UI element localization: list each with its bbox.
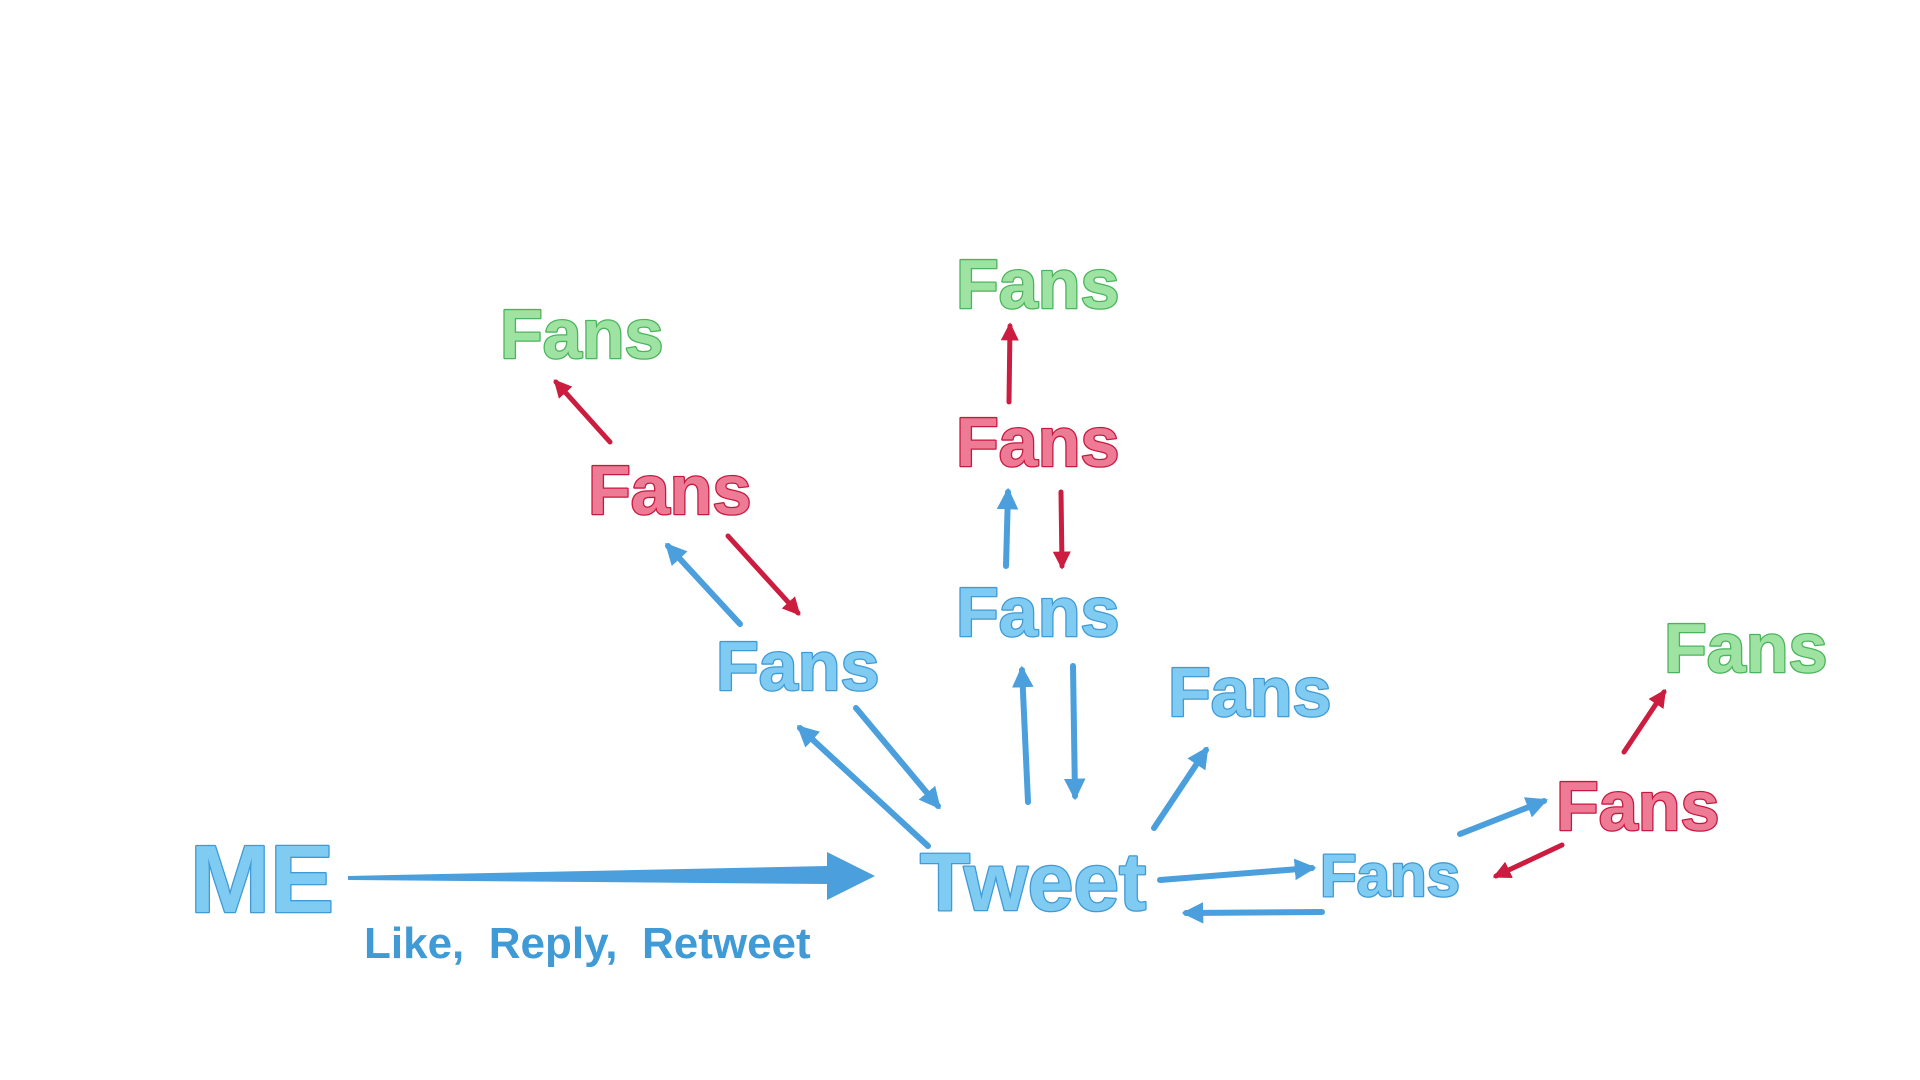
arrow-fans-left-blue-to-fans-left-red [665,542,743,627]
fans-node-right-red: Fans [1556,767,1719,845]
arrow-fans-right-blue-to-fans-right-red [1457,797,1549,837]
arrow-fans-right-red-to-fans-right-blue [1492,842,1565,879]
arrow-tweet-to-fans-left-blue [796,725,931,849]
arrow-me-to-tweet [348,852,875,900]
arrow-tweet-to-fans-center-blue [1011,665,1034,805]
arrow-fans-center-red-to-fans-center-green [1000,322,1019,405]
fans-node-right-blue: Fans [1320,842,1460,909]
arrow-tweet-to-fans-mid-blue [1151,746,1209,831]
fans-node-center-red: Fans [956,403,1119,481]
fans-node-center-blue: Fans [956,573,1119,651]
arrow-fans-center-red-to-fans-center-blue [1052,489,1071,570]
fans-node-mid-blue: Fans [1168,653,1331,731]
caption-like-reply-retweet: Like, Reply, Retweet [364,919,811,968]
blue-arrows [665,487,1549,924]
arrow-fans-right-red-to-fans-right-green [1621,689,1667,755]
fans-node-center-green: Fans [956,245,1119,323]
arrow-fans-left-blue-to-tweet [853,705,941,810]
fans-node-left-red: Fans [588,451,751,529]
tweet-node: Tweet [920,837,1146,928]
arrow-tweet-to-fans-right-blue [1157,858,1317,883]
me-node: ME [190,826,334,933]
fans-node-left-blue: Fans [716,627,879,705]
fans-node-left-green: Fans [500,295,663,373]
arrow-fans-center-blue-to-tweet [1063,663,1086,801]
arrow-fans-right-blue-to-tweet [1181,902,1325,924]
fans-node-right-green: Fans [1664,609,1827,687]
arrow-fans-center-blue-to-fans-center-red [996,487,1019,569]
arrow-fans-left-red-to-fans-left-green [553,379,613,445]
arrow-fans-left-red-to-fans-left-blue [725,533,801,616]
red-arrows [553,322,1667,879]
